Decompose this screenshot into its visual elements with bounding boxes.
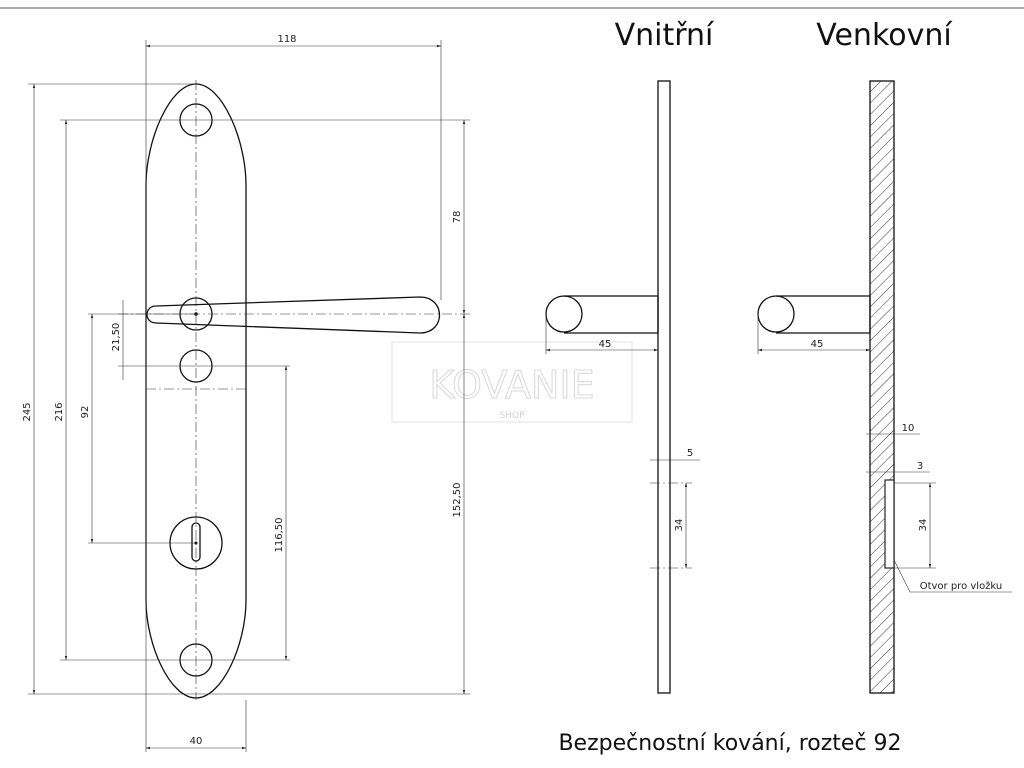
note-leader — [893, 559, 1012, 593]
dim-spacing-92: 92 — [80, 406, 91, 419]
dim-screw-spacing: 216 — [54, 402, 65, 421]
watermark-sub: SHOP — [500, 411, 526, 421]
dim-handle-to-top-screw: 78 — [452, 211, 463, 224]
dim-plate-width: 40 — [190, 736, 203, 747]
dim-handle-to-screw: 21,50 — [111, 323, 122, 352]
dim-outer-thickness: 10 — [902, 423, 915, 434]
cylinder-recess — [884, 479, 895, 569]
dim-outer-recess: 3 — [917, 461, 923, 472]
inner-side-view: Vnitřní 45 5 34 — [545, 18, 715, 694]
dim-handle-to-bottom-screw: 152,50 — [452, 483, 463, 518]
plate-outline — [145, 83, 247, 699]
cylinder-hole-note: Otvor pro vložku — [920, 580, 1003, 592]
dim-outer-projection: 45 — [811, 339, 824, 350]
dim-inner-projection: 45 — [599, 339, 612, 350]
lever-handle — [146, 296, 441, 334]
front-view: 118 78 245 216 92 21,50 116,50 152,50 40 — [22, 34, 470, 752]
dim-inner-thickness: 5 — [687, 448, 693, 459]
outer-side-view: Venkovní 45 10 3 34 Otvor pro vložku — [757, 18, 1012, 694]
inner-plate-profile — [657, 80, 671, 694]
inner-handle-end — [545, 295, 583, 333]
dim-outer-slot: 34 — [918, 519, 929, 532]
outer-handle-end — [757, 295, 795, 333]
outer-handle-stem — [776, 295, 871, 334]
watermark: KOVANIE SHOP — [391, 341, 633, 423]
outer-view-title: Venkovní — [816, 18, 953, 53]
dim-inner-slot: 34 — [674, 519, 685, 532]
dim-plate-total-width: 118 — [277, 34, 296, 45]
dim-screw-to-bottom: 116,50 — [274, 518, 285, 553]
dim-plate-height: 245 — [22, 402, 33, 421]
outer-plate-profile — [869, 80, 895, 694]
drawing-caption: Bezpečnostní kování, rozteč 92 — [558, 731, 901, 756]
inner-view-title: Vnitřní — [615, 18, 715, 53]
inner-handle-stem — [564, 295, 659, 334]
watermark-brand: KOVANIE — [429, 363, 594, 407]
